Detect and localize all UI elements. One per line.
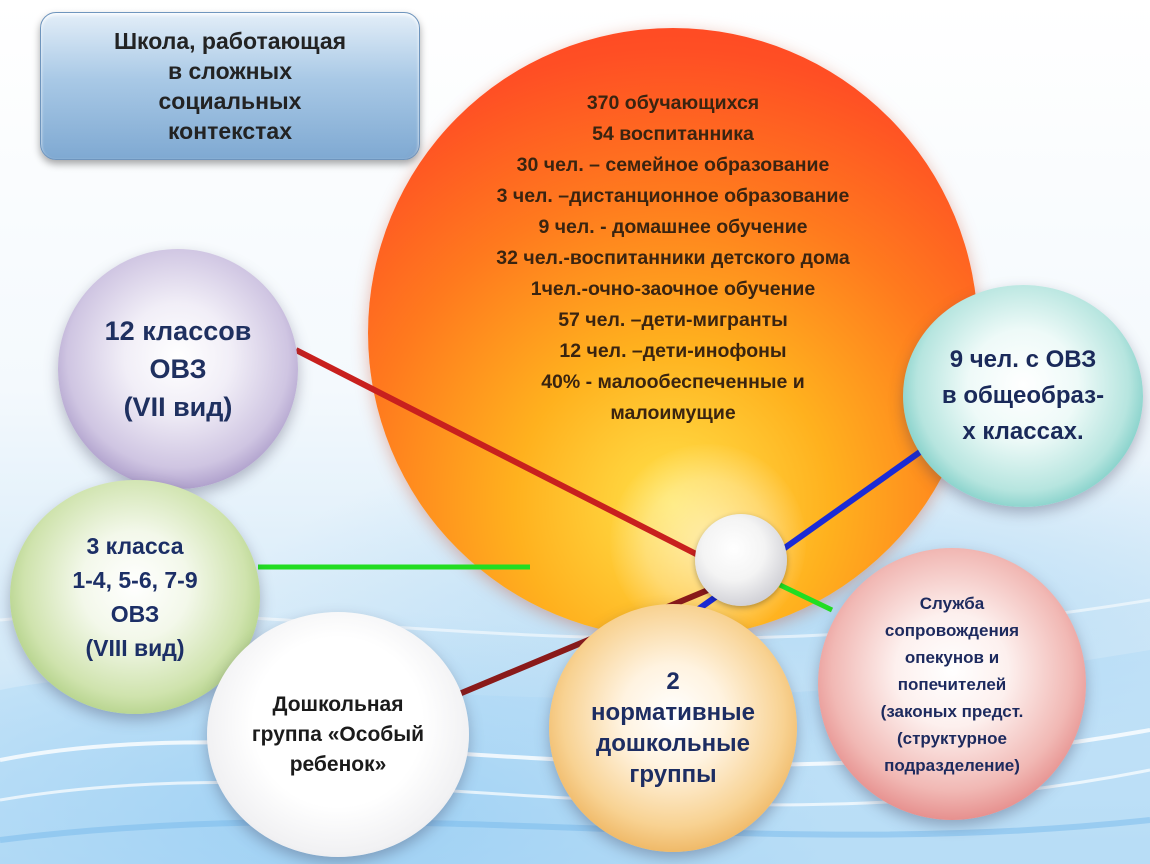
main-stat-line: 1чел.-очно-заочное обучение [530, 278, 816, 300]
main-stat-line: 32 чел.-воспитанники детского дома [496, 247, 850, 269]
main-stat-line: 40% - малообеспеченные и [541, 371, 805, 393]
connector-red [294, 347, 702, 559]
main-stat-line: 57 чел. –дети-мигранты [558, 309, 788, 331]
bubble-12-classes-text: 12 классов ОВЗ (VII вид) [104, 316, 252, 422]
bubble-guardian-service: Служба сопровождения опекунов и попечите… [818, 548, 1086, 820]
bubble-guardian-service-text: Служба сопровождения опекунов и попечите… [880, 593, 1024, 775]
main-stats-text: 370 обучающихся 54 воспитанника 30 чел. … [496, 88, 849, 429]
main-stat-line: 3 чел. –дистанционное образование [496, 185, 850, 207]
main-stat-line: 370 обучающихся [586, 92, 760, 114]
bubble-3-classes: 3 класса 1-4, 5-6, 7-9 ОВЗ (VIII вид) [10, 480, 260, 714]
main-stat-line: 54 воспитанника [592, 123, 754, 145]
bubble-12-classes: 12 классов ОВЗ (VII вид) [58, 249, 298, 489]
main-stat-line: 30 чел. – семейное образование [516, 154, 830, 176]
bubble-normative-groups: 2 нормативные дошкольные группы [549, 604, 797, 852]
bubble-3-classes-text: 3 класса 1-4, 5-6, 7-9 ОВЗ (VIII вид) [72, 533, 198, 661]
title-text: Школа, работающая в сложных социальных к… [113, 28, 347, 144]
bubble-preschool-group-text: Дошкольная группа «Особый ребенок» [251, 692, 425, 776]
bubble-preschool-group: Дошкольная группа «Особый ребенок» [207, 612, 469, 857]
center-pearl [695, 514, 787, 606]
bubble-9-ovz: 9 чел. с ОВЗ в общеобраз- х классах. [903, 285, 1143, 507]
main-stat-line: 9 чел. - домашнее обучение [538, 216, 808, 238]
main-stat-line: малоимущие [610, 402, 736, 424]
connector-green-right [778, 582, 834, 613]
title-box: Школа, работающая в сложных социальных к… [40, 12, 420, 160]
main-stat-line: 12 чел. –дети-инофоны [559, 340, 787, 362]
bubble-9-ovz-text: 9 чел. с ОВЗ в общеобраз- х классах. [941, 346, 1105, 445]
bubble-normative-groups-text: 2 нормативные дошкольные группы [591, 668, 755, 788]
